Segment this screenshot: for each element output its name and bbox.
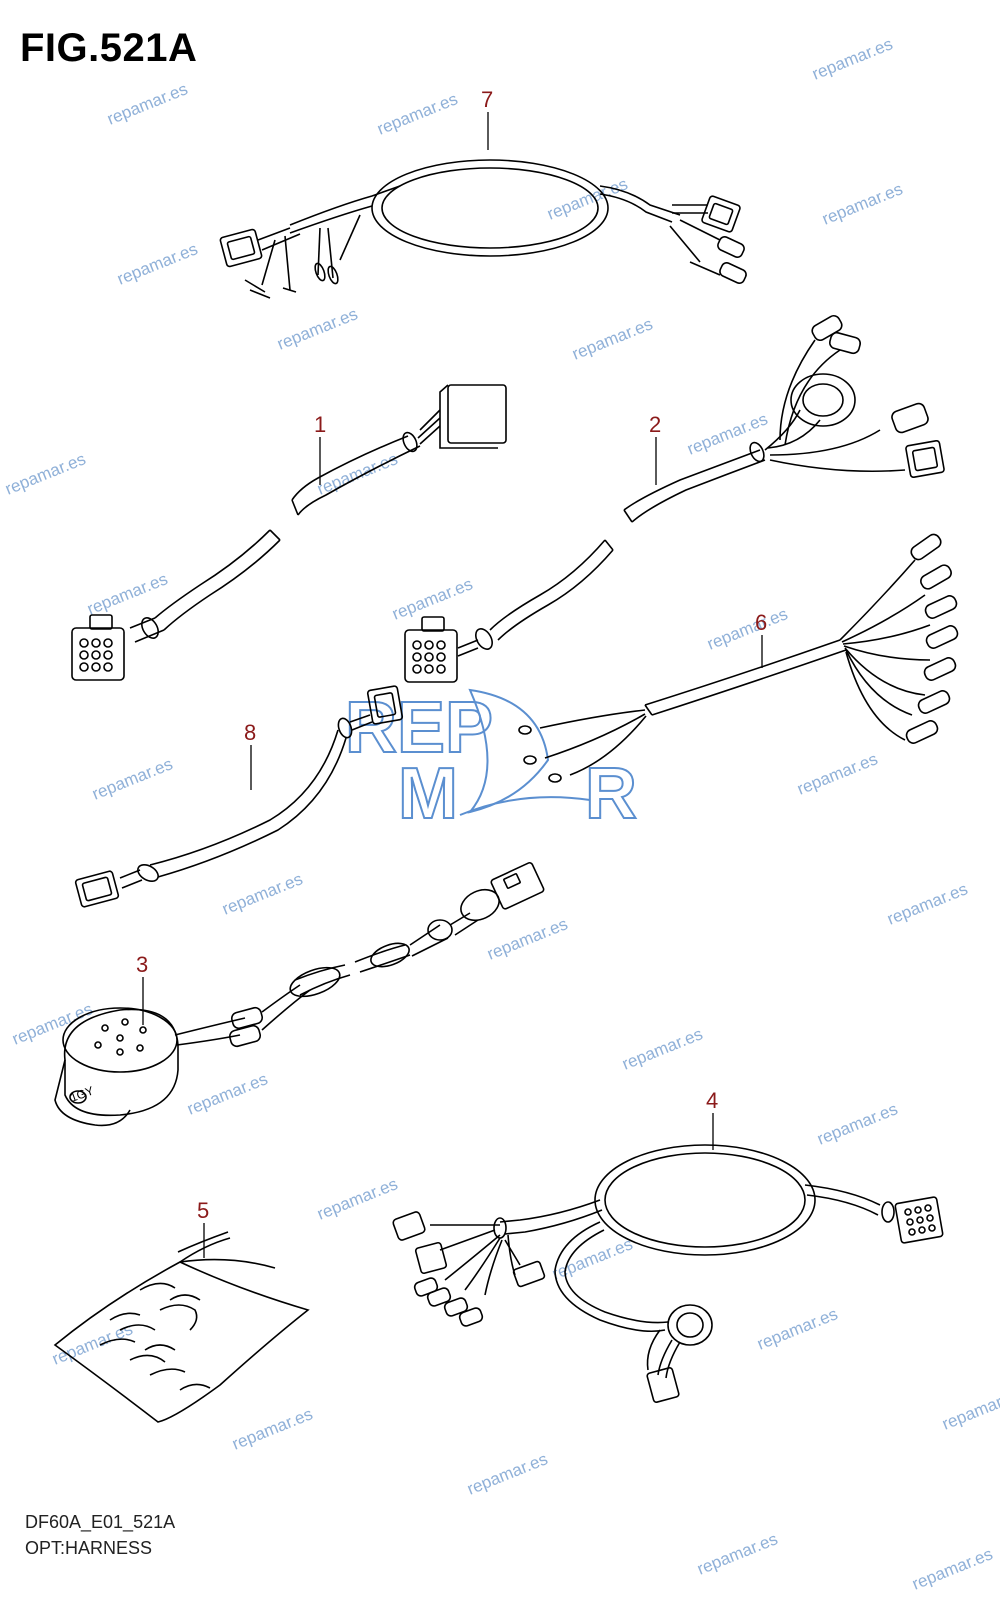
callout-5: 5 — [197, 1198, 209, 1223]
watermark: repamar.es — [219, 869, 305, 918]
callout-3: 3 — [136, 952, 148, 977]
watermark: repamar.es — [49, 1319, 135, 1368]
repamar-logo: REP M R — [344, 687, 638, 835]
watermark: repamar.es — [809, 34, 895, 83]
watermark: repamar.es — [89, 754, 175, 803]
callout-2: 2 — [649, 412, 661, 437]
harness-part-4 — [392, 1144, 944, 1403]
watermark: repamar.es — [754, 1304, 840, 1353]
watermark: repamar.es — [619, 1024, 705, 1073]
logo-sail-icon — [467, 688, 550, 814]
watermark: repamar.es — [274, 304, 360, 353]
callout-7: 7 — [481, 87, 493, 112]
harness-part-2 — [404, 314, 945, 683]
watermark: repamar.es — [909, 1544, 995, 1593]
logo-wave-icon — [459, 796, 591, 816]
figure-name: OPT:HARNESS — [25, 1538, 153, 1558]
watermark: repamar.es — [2, 449, 88, 498]
logo-text-bottom-end: R — [585, 754, 637, 834]
harness-part-1 — [71, 384, 507, 681]
watermark: repamar.es — [794, 749, 880, 798]
watermark: repamar.es — [549, 1234, 635, 1283]
watermark: repamar.es — [694, 1529, 780, 1578]
parts-bag-part-5 — [53, 1231, 310, 1423]
watermark: repamar.es — [84, 569, 170, 618]
callout-8: 8 — [244, 720, 256, 745]
figure-code: DF60A_E01_521A — [25, 1512, 176, 1532]
callout-6: 6 — [755, 610, 767, 635]
harness-part-8 — [74, 685, 404, 908]
watermark: repamar.es — [484, 914, 570, 963]
watermark: repamar.es — [114, 239, 200, 288]
watermark: repamar.es — [184, 1069, 270, 1118]
watermark: repamar.es — [314, 1174, 400, 1223]
callout-4: 4 — [706, 1088, 718, 1113]
watermark: repamar.es — [569, 314, 655, 363]
figure-title: FIG.521A — [20, 26, 198, 70]
watermark: repamar.es — [814, 1099, 900, 1148]
callout-1: 1 — [314, 412, 326, 437]
watermark: repamar.es — [939, 1384, 1000, 1433]
harness-part-6 — [518, 533, 959, 783]
watermarks: repamar.es repamar.es repamar.es repamar… — [2, 34, 1000, 1593]
watermark: repamar.es — [884, 879, 970, 928]
buzzer-part-3 — [54, 861, 545, 1127]
watermark: repamar.es — [229, 1404, 315, 1453]
watermark: repamar.es — [314, 449, 400, 498]
watermark: repamar.es — [104, 79, 190, 128]
watermark: repamar.es — [819, 179, 905, 228]
logo-text-bottom: M — [398, 754, 458, 834]
watermark: repamar.es — [9, 999, 95, 1048]
watermark: repamar.es — [374, 89, 460, 138]
watermark: repamar.es — [464, 1449, 550, 1498]
watermark: repamar.es — [704, 604, 790, 653]
harness-part-7 — [219, 159, 747, 299]
